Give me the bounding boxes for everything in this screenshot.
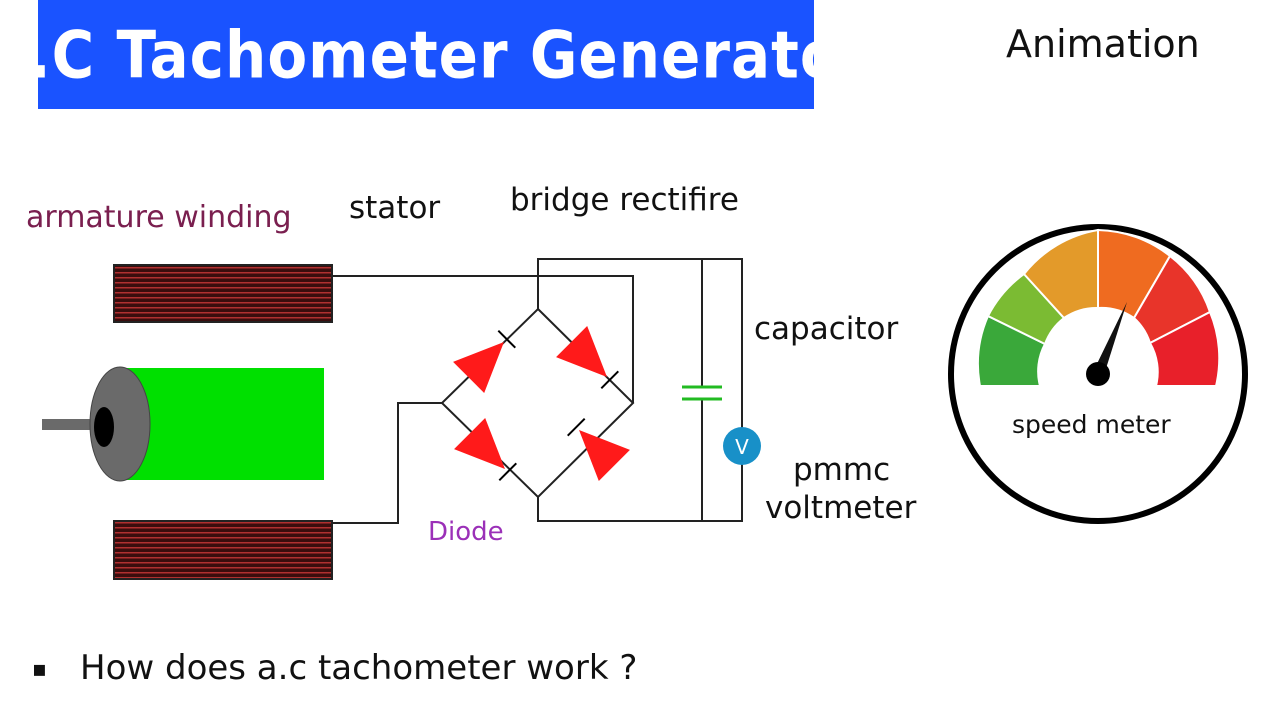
bottom-stator-winding [113,520,333,580]
top-stator-winding [113,264,333,323]
stator-label: stator [349,190,441,226]
pmmc-label: pmmc [793,452,891,488]
page-title: A.C Tachometer Generator [0,16,871,93]
question-text: How does a.c tachometer work ? [80,648,638,688]
diode-bottom-right [567,418,630,481]
diode-bottom-left [454,418,517,481]
bullet-marker: ▪ [32,657,47,682]
question-bullet: ▪ How does a.c tachometer work ? [32,648,637,688]
circuit-wires [332,258,743,524]
voltmeter-letter: V [735,435,749,459]
armature-winding-label: armature winding [26,200,292,235]
animation-label: Animation [1006,22,1200,66]
title-banner: A.C Tachometer Generator [0,0,869,109]
rotor-shaft [42,419,104,430]
speed-meter-pivot [1086,362,1110,386]
diode-top-left [453,330,516,393]
diode-top-right [556,326,619,389]
rotor-hub [94,407,114,447]
bridge-rectifier-label: bridge rectifire [510,182,739,218]
speed-meter-label: speed meter [1012,410,1171,439]
capacitor-symbol [682,385,722,401]
speed-meter-needle [1093,302,1127,378]
voltmeter-symbol: V [723,427,761,465]
diode-label: Diode [428,517,504,547]
speed-meter [948,224,1248,524]
capacitor-label: capacitor [754,311,899,347]
rotor-body [120,368,324,480]
rotor-end-cap [89,366,151,482]
voltmeter-label: voltmeter [765,490,917,526]
diode-symbols [453,326,630,481]
speed-meter-scale [977,228,1221,387]
